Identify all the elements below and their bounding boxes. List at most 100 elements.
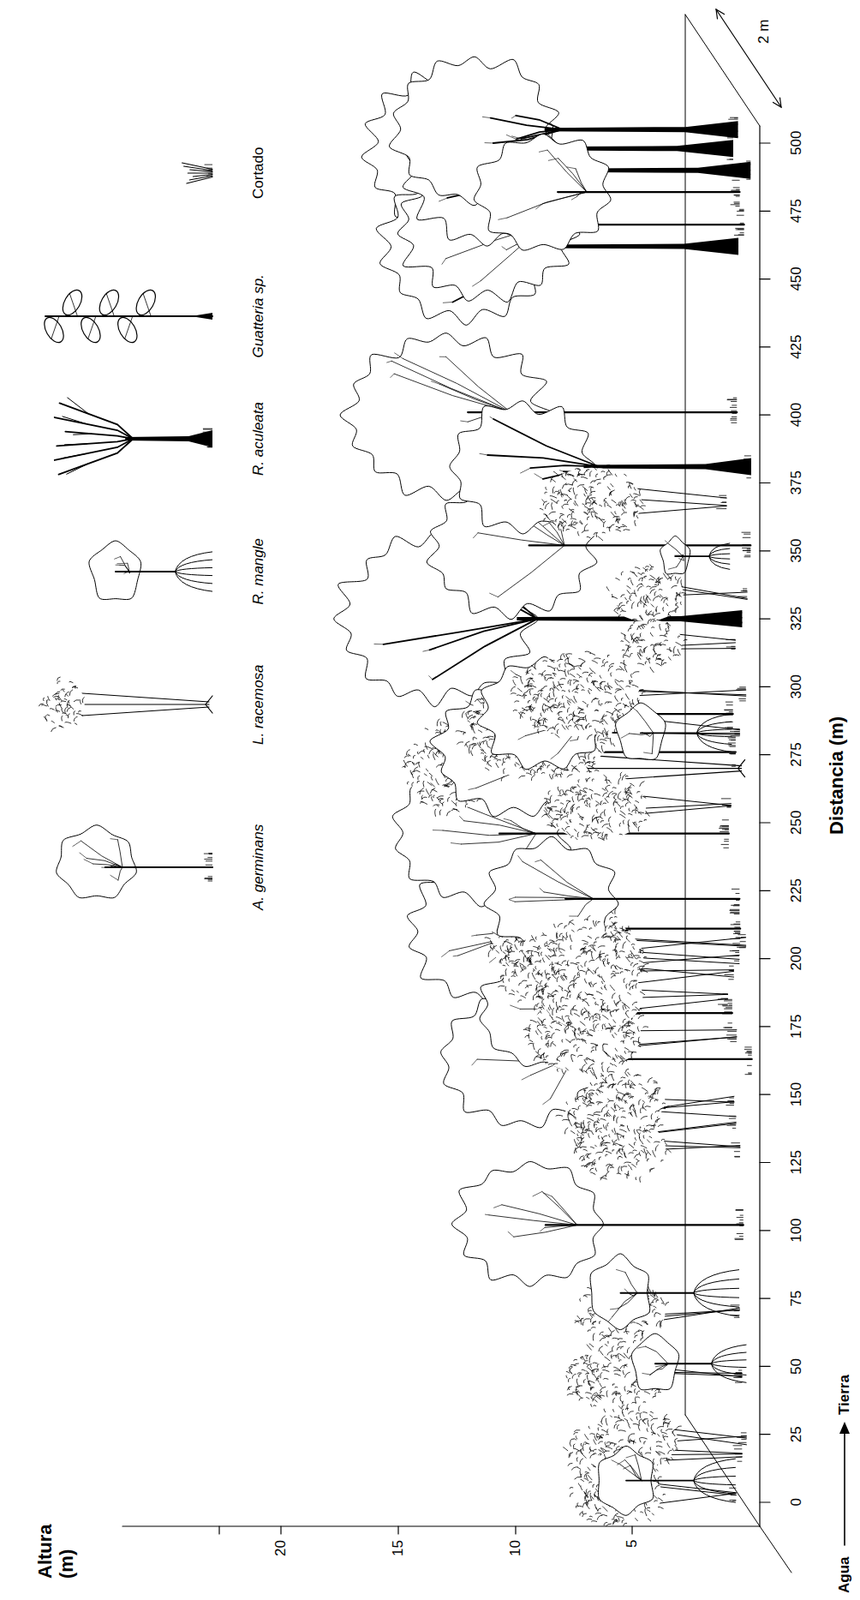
tree-twig	[609, 1315, 613, 1320]
pneumatophores	[721, 798, 732, 807]
tree-twig	[512, 136, 522, 139]
pneumatophores	[728, 1487, 737, 1500]
pneumatophores	[726, 1030, 737, 1041]
species-icon	[38, 676, 213, 732]
tree-branch	[391, 360, 511, 413]
tree-twig	[489, 592, 499, 597]
tree-twig	[559, 470, 563, 472]
stem	[45, 315, 213, 317]
ground-depth-edge	[685, 14, 760, 126]
legend-label: A. germinans	[250, 824, 268, 910]
tree-twig	[511, 115, 516, 119]
tick-label: 0	[788, 1497, 806, 1505]
tree-twig	[429, 675, 433, 680]
ground-front-edge	[758, 125, 760, 1526]
tree-twig	[543, 522, 550, 526]
tree-twig	[539, 888, 544, 892]
axis-tick	[759, 617, 771, 619]
pneumatophores	[729, 888, 741, 914]
tree-twig	[115, 564, 120, 566]
axis-tick	[759, 1365, 771, 1367]
tree-trunk	[63, 703, 210, 705]
crown-scribble	[536, 958, 645, 1035]
tree-twig	[498, 217, 508, 220]
tick-label: 325	[788, 606, 806, 631]
tree-twig	[508, 896, 515, 899]
tree-twig	[374, 643, 384, 645]
tree-twig	[423, 649, 430, 651]
tree-branch	[501, 1204, 578, 1225]
tree	[620, 615, 736, 673]
axis-tick	[759, 346, 771, 347]
tree-twig	[473, 532, 478, 538]
tree-branch	[540, 860, 593, 899]
bare-branch	[59, 402, 134, 439]
tick-label: 450	[788, 266, 806, 291]
tree-layer	[334, 56, 753, 1526]
tree-twig	[518, 735, 526, 740]
axes	[122, 9, 850, 1572]
tick-label: 250	[788, 810, 806, 835]
prop-roots	[693, 1269, 740, 1316]
tree-twig	[548, 158, 558, 162]
leaf	[40, 314, 68, 347]
ground-depth-edge	[685, 1414, 760, 1526]
tree-twig	[72, 840, 82, 846]
bare-twig	[66, 463, 89, 474]
tree-twig	[674, 555, 684, 556]
tree-trunk	[674, 555, 709, 557]
tree	[539, 465, 727, 541]
species-icon	[56, 824, 213, 898]
axis-tick	[759, 753, 771, 755]
tree-twig	[617, 1459, 626, 1465]
tick-label: 200	[788, 945, 806, 970]
tree-branch	[81, 840, 123, 867]
crown-fill	[543, 961, 643, 1031]
buttressed-trunk	[544, 120, 738, 138]
tick-label: 15	[389, 1539, 407, 1556]
pneumatophores	[717, 993, 729, 1005]
tree-twig	[567, 167, 576, 169]
tree-twig	[521, 1075, 531, 1080]
leaf-midrib	[106, 293, 114, 317]
tree-twig	[611, 1459, 622, 1465]
tree-trunk	[63, 706, 210, 717]
axis-tick	[759, 482, 771, 484]
tree-branch	[118, 866, 123, 880]
pneumatophores	[727, 1115, 737, 1128]
prop-roots	[696, 713, 732, 752]
tree-twig	[615, 1268, 626, 1272]
crown-scribble	[582, 1068, 670, 1131]
tree-branch	[446, 356, 512, 413]
leaf-midrib	[69, 293, 78, 317]
tree	[451, 1160, 743, 1286]
pneumatophores	[730, 179, 741, 206]
prop-roots	[175, 551, 214, 592]
tree-twig	[570, 739, 579, 741]
pneumatophores	[729, 921, 741, 944]
tree-twig	[535, 860, 542, 862]
tree-branch	[676, 555, 684, 568]
bare-twig	[62, 416, 86, 425]
crown-scribble	[541, 770, 650, 841]
tick-label: 225	[788, 877, 806, 902]
pneumatophores	[730, 1142, 741, 1157]
tick-label: 425	[788, 334, 806, 359]
crown-scribble	[539, 465, 646, 541]
tree	[590, 1253, 740, 1330]
tree	[473, 133, 740, 251]
prop-roots	[710, 1343, 747, 1382]
axis-tick	[759, 1500, 771, 1502]
bare-twig	[73, 433, 92, 435]
tree-twig	[110, 874, 119, 880]
axis-tick	[218, 1525, 220, 1534]
prop-roots	[709, 543, 731, 570]
bare-branch	[56, 438, 133, 446]
tick-label: 125	[788, 1149, 806, 1174]
leaf-midrib	[51, 316, 60, 339]
tree-branch	[86, 858, 123, 867]
tree	[597, 1445, 735, 1515]
arrow-head	[839, 1421, 850, 1434]
tree-branch	[490, 118, 563, 131]
